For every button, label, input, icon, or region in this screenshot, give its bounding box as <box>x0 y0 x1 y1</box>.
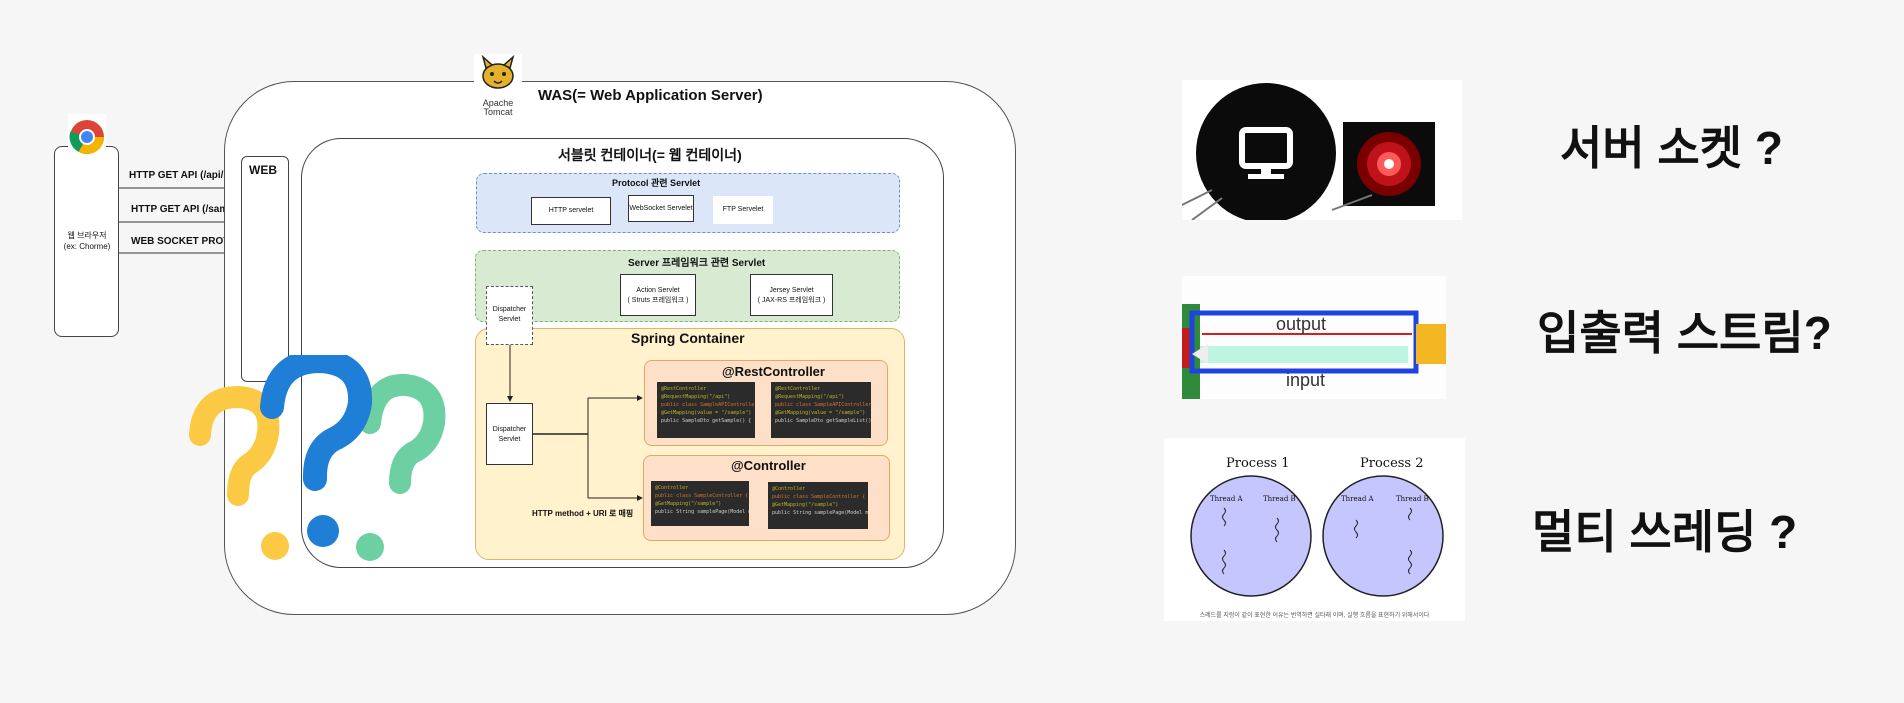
rest-code-snippet-b: @RestController@RequestMapping("/api") p… <box>771 382 871 438</box>
topic-server-socket: 서버 소켓 ? <box>1560 122 1783 174</box>
spring-arrows <box>507 345 643 501</box>
request-label-sample: HTTP GET API (/sample ) <box>131 204 249 215</box>
server-image: server <box>1182 80 1462 220</box>
servlet-container-title: 서블릿 컨테이너(= 웹 컨테이너) <box>558 147 742 163</box>
stream-output-label: output <box>1276 314 1327 334</box>
was-title: WAS(= Web Application Server) <box>538 87 763 104</box>
browser-box <box>54 146 119 337</box>
jersey-servlet-box: Jersey Servlet( JAX-RS 프레임워크 ) <box>750 274 833 316</box>
framework-group-title: Server 프레임워크 관련 Servlet <box>628 258 766 269</box>
p2-thread-a-label: Thread A <box>1341 495 1374 503</box>
mapping-label: HTTP method + URI 로 매핑 <box>532 509 634 518</box>
web-label: WEB <box>249 163 277 177</box>
rest-code-snippet-a: @RestController@RequestMapping("/api") p… <box>657 382 755 438</box>
topic-io-stream: 입출력 스트림? <box>1537 307 1832 359</box>
ftp-servlet-box: FTP Servelet <box>713 196 773 224</box>
rest-controller-title: @RestController <box>722 364 825 379</box>
topic-multithreading: 멀티 쓰레딩 ? <box>1532 506 1798 558</box>
action-servlet-box: Action Servlet( Struts 프레임워크 ) <box>620 274 696 316</box>
stream-image: output input <box>1182 276 1446 399</box>
web-server-box <box>241 156 289 382</box>
request-label-api-sample: HTTP GET API (/api/sample) <box>129 170 262 181</box>
process-1-label: Process 1 <box>1226 456 1290 471</box>
question-marks-icon <box>189 355 446 561</box>
protocol-group-title: Protocol 관련 Servlet <box>612 178 701 188</box>
controller-title: @Controller <box>731 458 806 473</box>
chrome-icon <box>68 114 106 156</box>
p1-thread-a-label: Thread A <box>1210 495 1243 503</box>
websocket-servlet-box: WebSocket Servelet <box>628 195 694 222</box>
stream-input-label: input <box>1286 370 1326 390</box>
process-caption: 스레드를 지렁이 같이 표현한 이유는 번역하면 실타래 이며, 실행 흐름을 … <box>1199 613 1430 619</box>
process-2-label: Process 2 <box>1360 456 1424 471</box>
multithread-image: Process 1 Process 2 Thread A Thread B Th… <box>1164 438 1465 621</box>
request-label-websocket: WEB SOCKET PROTOCOL <box>131 236 259 247</box>
http-servlet-box: HTTP servelet <box>531 197 611 225</box>
spring-container-title: Spring Container <box>631 330 745 346</box>
p2-thread-b-label: Thread B <box>1396 495 1429 503</box>
p1-thread-b-label: Thread B <box>1263 495 1296 503</box>
browser-label: 웹 브라우저 (ex: Chorme) <box>63 231 111 251</box>
